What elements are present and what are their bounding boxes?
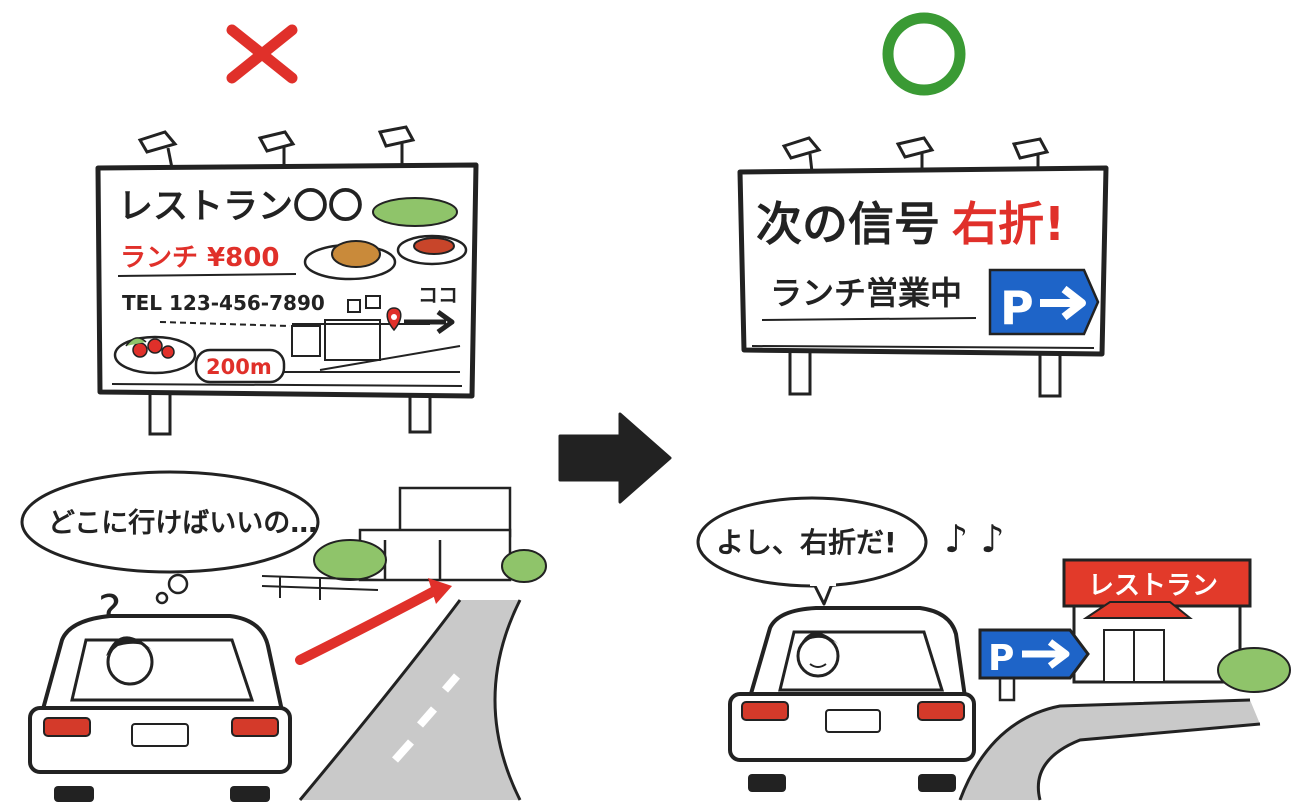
clear-billboard: 次の信号 右折! ランチ営業中 P: [737, 165, 1109, 357]
confused-route-arrow: [295, 578, 452, 665]
parking-sign: P: [988, 268, 1100, 336]
road: [958, 698, 1261, 801]
billboard-legs: [788, 348, 1062, 398]
bush-icon: [1217, 647, 1291, 693]
music-notes: ♪ ♪: [944, 517, 1005, 561]
lunch-price: ランチ ¥800: [120, 243, 279, 273]
arrow-right-icon: [404, 309, 455, 335]
driver-head-icon: [106, 636, 154, 686]
salad-plate-icon: [113, 335, 197, 375]
left-panel: レストラン〇〇 ランチ ¥800 TEL 123-456-7890 ココ 200…: [20, 24, 547, 802]
parking-roadside-sign: P: [978, 628, 1090, 702]
parking-letter: P: [1000, 281, 1034, 335]
car-rear: [728, 606, 976, 792]
restaurant-building: レストラン: [1062, 558, 1252, 684]
restaurant-name: レストラン: [1088, 571, 1218, 601]
food-plate-icon: [303, 234, 468, 281]
lunch-open-text: ランチ営業中: [770, 274, 962, 312]
right-arrow-icon: [558, 412, 672, 504]
cluttered-billboard: レストラン〇〇 ランチ ¥800 TEL 123-456-7890 ココ 200…: [95, 162, 479, 399]
turn-right-text: 右折!: [952, 197, 1065, 251]
next-signal-text: 次の信号: [756, 197, 940, 251]
guardrail: [261, 575, 381, 600]
circle-mark-icon: [882, 12, 966, 96]
distance-label: 200m: [206, 355, 272, 379]
bush-icon: [372, 197, 458, 227]
thought-bubble: どこに行けばいいの…: [20, 470, 320, 605]
roadside-building: [358, 486, 512, 582]
phone-number: TEL 123-456-7890: [122, 291, 325, 315]
speech-bubble: よし、右折だ!: [696, 496, 928, 606]
map-pin-icon: [386, 307, 402, 332]
car-rear: [28, 614, 292, 802]
here-label: ココ: [418, 283, 458, 307]
billboard-legs: [148, 388, 432, 436]
road: [298, 599, 522, 801]
thought-text: どこに行けばいいの…: [48, 507, 317, 539]
billboard-title: レストラン〇〇: [118, 187, 363, 227]
billboard-lamps: [137, 125, 416, 169]
cross-mark-icon: [226, 24, 298, 84]
parking-roadside-letter: P: [988, 638, 1014, 679]
bush-icon: [313, 539, 547, 583]
arrow-right-icon: [1040, 285, 1086, 321]
distance-badge: 200m: [194, 348, 286, 384]
arrow-right-icon: [1022, 639, 1070, 669]
driver-head-icon: [796, 632, 840, 678]
speech-text: よし、右折だ!: [716, 526, 897, 559]
right-panel: 次の信号 右折! ランチ営業中 P よし、右折だ! ♪ ♪ レストラ: [696, 12, 1291, 801]
